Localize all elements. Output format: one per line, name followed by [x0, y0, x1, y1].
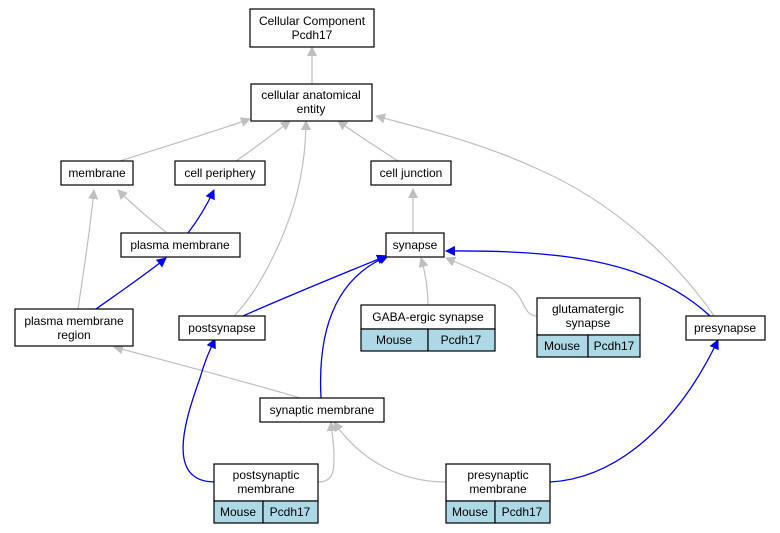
node-cell-periphery[interactable]: cell periphery [174, 160, 266, 186]
node-label: synapse [393, 238, 438, 252]
node-label: presynaptic [467, 468, 528, 482]
node-label: glutamatergic [552, 302, 624, 316]
node-presynapse[interactable]: presynapse [685, 315, 766, 341]
edge-plasmamembrane-partof-cellperiphery [187, 189, 215, 234]
node-plasma-membrane-region[interactable]: plasma membrane region [14, 308, 134, 347]
node-label: cell junction [380, 166, 443, 180]
edge-synmembrane-to-pmregion [113, 344, 301, 399]
node-gaba-ergic-synapse[interactable]: GABA-ergic synapse Mouse Pcdh17 [360, 304, 496, 352]
node-postsynaptic-membrane[interactable]: postsynaptic membrane Mouse Pcdh17 [213, 463, 319, 524]
edge-presynapse-partof-synapse [445, 245, 711, 317]
node-label: postsynapse [188, 321, 256, 335]
node-synapse[interactable]: synapse [385, 232, 445, 258]
node-plasma-membrane[interactable]: plasma membrane [120, 232, 241, 258]
edge-celljunction-to-cae [337, 120, 399, 162]
node-cellular-component[interactable]: Cellular Component Pcdh17 [249, 8, 375, 48]
edge-cellperiphery-to-cae [235, 120, 291, 162]
node-label: plasma membrane [24, 314, 124, 328]
node-cell-junction[interactable]: cell junction [370, 160, 452, 186]
edge-pmregion-to-membrane [77, 189, 99, 310]
node-label: plasma membrane [130, 238, 230, 252]
node-label: membrane [469, 482, 527, 496]
annotation-gene: Pcdh17 [594, 339, 635, 353]
annotation-gene: Pcdh17 [441, 333, 482, 347]
edge-postsynmembrane-to-synmembrane [317, 421, 337, 483]
node-label: Cellular Component [259, 14, 366, 28]
node-synaptic-membrane[interactable]: synaptic membrane [259, 397, 385, 423]
node-label: synaptic membrane [270, 403, 375, 417]
node-label: region [57, 328, 90, 342]
annotation-gene-cell [587, 334, 641, 358]
edge-presynapse-to-cae [375, 113, 715, 317]
edge-postsynmembrane-partof-postsynapse [182, 338, 216, 483]
annotation-gene: Pcdh17 [270, 505, 311, 519]
node-label: GABA-ergic synapse [372, 310, 484, 324]
edge-pmregion-partof-plasmamembrane [95, 257, 167, 310]
edge-synmembrane-partof-synapse [319, 254, 389, 399]
edge-postsynapse-partof-synapse [242, 254, 387, 317]
node-label: membrane [68, 166, 126, 180]
node-label: membrane [237, 482, 295, 496]
annotation-gene-cell [262, 500, 319, 524]
node-label: entity [297, 102, 326, 116]
node-label: cellular anatomical [261, 88, 360, 102]
edge-postsynapse-to-cae [233, 120, 311, 317]
annotation-gene-cell [494, 500, 551, 524]
node-label: cell periphery [184, 166, 255, 180]
node-label: Pcdh17 [292, 28, 333, 42]
annotation-gene-cell [427, 328, 496, 352]
annotation-organism: Mouse [376, 333, 412, 347]
node-label: postsynaptic [233, 468, 300, 482]
node-postsynapse[interactable]: postsynapse [178, 315, 266, 341]
annotation-organism: Mouse [452, 505, 488, 519]
edge-glut-to-synapse [445, 256, 538, 317]
annotation-organism: Mouse [544, 339, 580, 353]
node-label: synapse [566, 316, 611, 330]
edge-presynmembrane-partof-presynapse [549, 339, 719, 483]
node-label: presynapse [694, 321, 756, 335]
edge-presynmembrane-to-synmembrane [333, 421, 447, 483]
edge-gaba-to-synapse [418, 257, 429, 306]
node-cellular-anatomical-entity[interactable]: cellular anatomical entity [250, 83, 373, 122]
annotation-organism: Mouse [220, 505, 256, 519]
node-presynaptic-membrane[interactable]: presynaptic membrane Mouse Pcdh17 [445, 463, 551, 524]
node-glutamatergic-synapse[interactable]: glutamatergic synapse Mouse Pcdh17 [536, 297, 641, 358]
annotation-gene: Pcdh17 [502, 505, 543, 519]
node-membrane[interactable]: membrane [60, 160, 134, 186]
edge-plasmamembrane-to-membrane [117, 189, 167, 233]
edge-membrane-to-cae [119, 117, 251, 162]
